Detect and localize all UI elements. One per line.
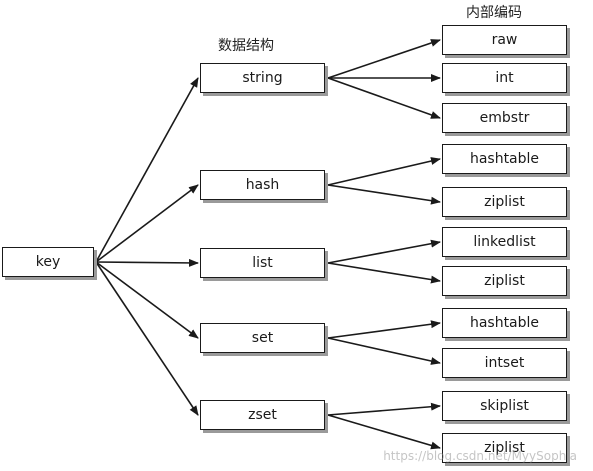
edge-key-to-zset <box>95 261 199 416</box>
edge-list-to-ziplist <box>327 262 441 284</box>
encoding-node-zset-ziplist: ziplist <box>442 433 567 463</box>
encoding-node-set-intset: intset <box>442 348 567 378</box>
encoding-node-list-linkedlist: linkedlist <box>442 227 567 257</box>
edge-key-to-list <box>95 258 199 267</box>
edge-set-to-hashtable <box>327 320 441 339</box>
edge-list-to-linkedlist <box>327 239 441 264</box>
encoding-node-set-hashtable: hashtable <box>442 308 567 338</box>
type-node-set: set <box>200 323 325 353</box>
edge-string-to-raw <box>327 39 441 79</box>
encoding-node-string-embstr: embstr <box>442 103 567 133</box>
encoding-node-hash-hashtable: hashtable <box>442 144 567 174</box>
internal-encoding-heading: 内部编码 <box>466 5 522 21</box>
type-node-list: list <box>200 248 325 278</box>
edge-key-to-string <box>95 77 199 263</box>
watermark: https://blog.csdn.net/MyySophia <box>383 449 577 463</box>
edge-key-to-set <box>95 261 199 339</box>
edge-set-to-intset <box>327 337 441 365</box>
encoding-node-list-ziplist: ziplist <box>442 266 567 296</box>
edge-string-to-embstr <box>327 77 441 119</box>
type-node-zset: zset <box>200 400 325 430</box>
encoding-node-string-int: int <box>442 63 567 93</box>
type-node-hash: hash <box>200 170 325 200</box>
encoding-node-hash-ziplist: ziplist <box>442 187 567 217</box>
edge-zset-to-skiplist <box>327 402 441 416</box>
edge-zset-to-ziplist <box>327 414 441 450</box>
edge-key-to-hash <box>95 184 199 263</box>
key-node: key <box>2 247 94 277</box>
type-node-string: string <box>200 63 325 93</box>
encoding-node-string-raw: raw <box>442 25 567 55</box>
edge-hash-to-hashtable <box>327 157 441 186</box>
edge-hash-to-ziplist <box>327 184 441 205</box>
encoding-node-zset-skiplist: skiplist <box>442 391 567 421</box>
data-structure-heading: 数据结构 <box>218 38 274 54</box>
